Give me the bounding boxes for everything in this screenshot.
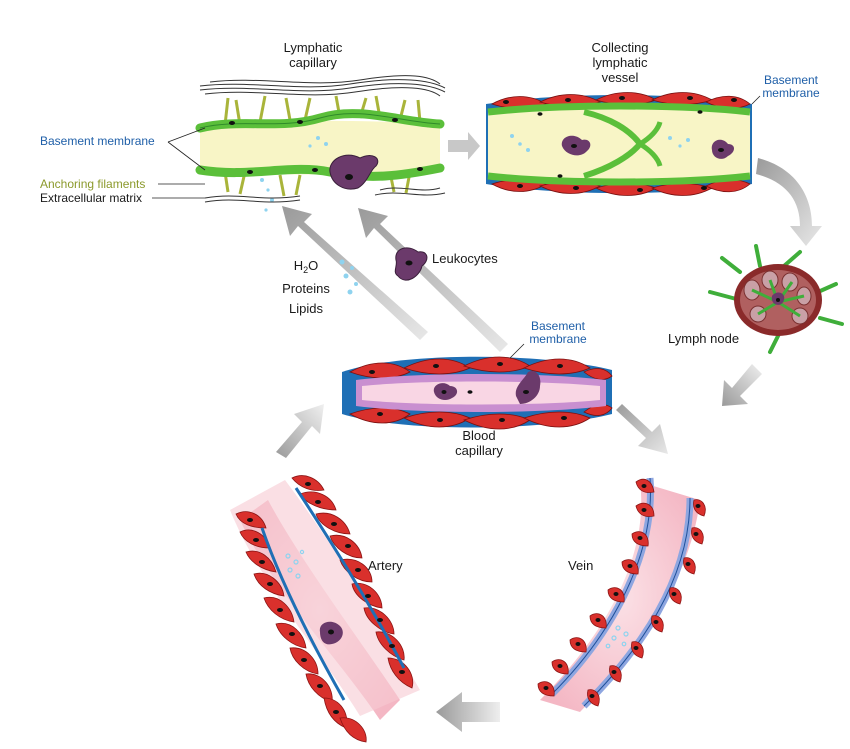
label-lymphatic-capillary: Lymphatic capillary xyxy=(283,40,343,70)
label-leukocytes: Leukocytes xyxy=(432,251,498,266)
vein xyxy=(537,477,706,712)
label-basement-membrane-vessel: Basement membrane xyxy=(762,73,820,100)
label-h2o-o: O xyxy=(308,258,319,273)
label-lymph-node: Lymph node xyxy=(668,331,740,346)
lymph-node xyxy=(708,244,844,354)
collecting-lymphatic-vessel xyxy=(486,92,761,196)
flow-arrow-from-artery xyxy=(276,404,324,458)
label-basement-membrane-blood: Basement membrane xyxy=(529,319,587,346)
flow-arrow-left xyxy=(436,692,500,732)
label-lipids: Lipids xyxy=(289,301,323,316)
extracellular-matrix-top xyxy=(199,75,446,97)
artery xyxy=(230,475,420,743)
flow-arrow-right xyxy=(448,132,480,160)
label-vein: Vein xyxy=(568,558,594,573)
label-blood-capillary: Blood capillary xyxy=(455,428,503,458)
extracellular-matrix-bottom xyxy=(204,187,446,203)
lymphatic-capillary xyxy=(152,75,446,212)
label-collecting-lymphatic-vessel: Collecting lymphatic vessel xyxy=(591,40,649,85)
flow-arrow-down-left xyxy=(722,364,762,406)
fluid-droplets xyxy=(339,259,358,295)
label-h2o: H2O xyxy=(286,258,326,275)
flow-arrow-to-vein xyxy=(616,404,668,454)
blood-capillary xyxy=(342,343,613,430)
flow-arrow-curved-down xyxy=(756,158,822,246)
label-basement-membrane: Basement membrane xyxy=(40,134,155,148)
label-proteins: Proteins xyxy=(282,281,330,296)
label-h2o-h: H xyxy=(293,258,304,273)
label-h2o-subscript: 2 xyxy=(303,265,309,275)
flow-arrow-leukocytes xyxy=(358,208,508,352)
label-artery: Artery xyxy=(368,558,403,573)
flow-arrow-fluid xyxy=(282,206,428,340)
label-anchoring-filaments: Anchoring filaments xyxy=(40,177,146,191)
label-extracellular-matrix: Extracellular matrix xyxy=(40,191,143,205)
